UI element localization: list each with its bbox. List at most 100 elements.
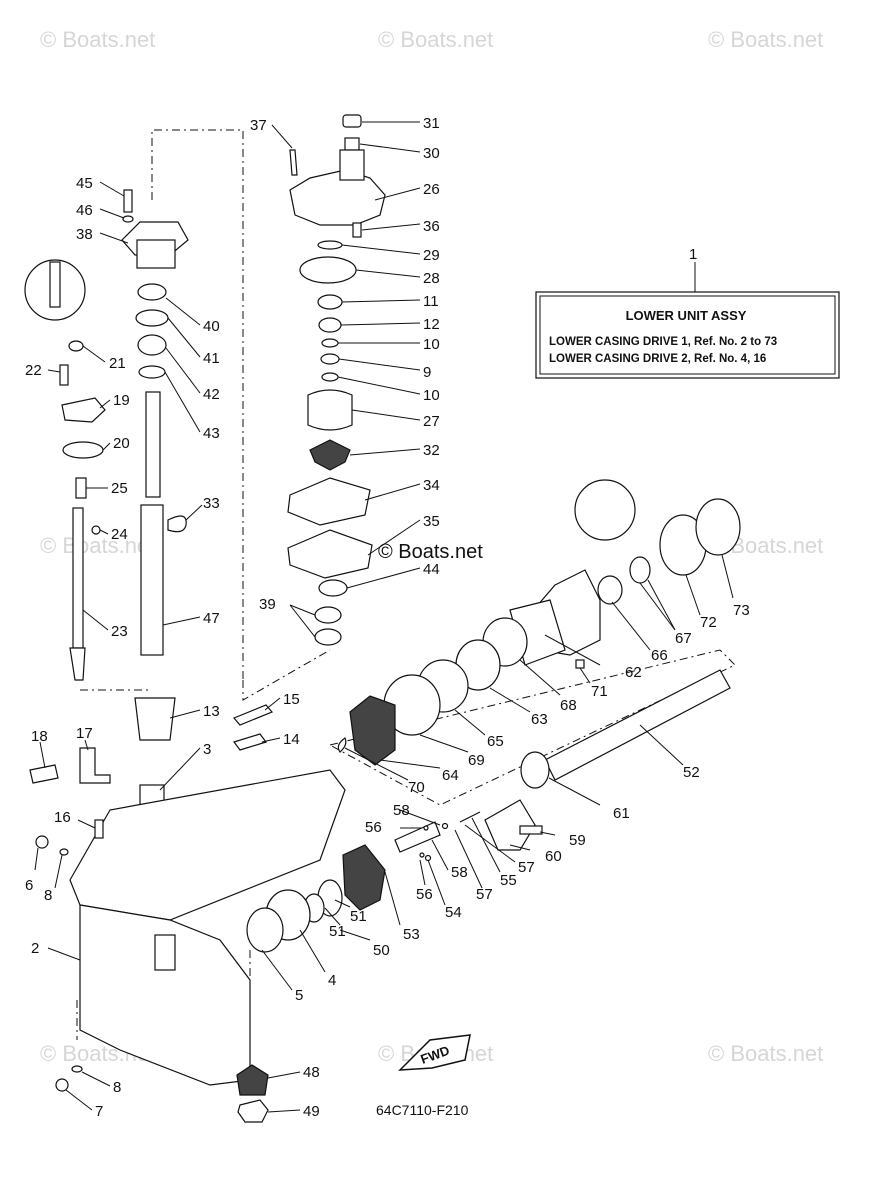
part-12-seal (318, 317, 342, 333)
part-31-grommet (342, 114, 362, 128)
part-19-shift-rod-lever (61, 397, 106, 423)
part-27-insert-cartridge (307, 389, 353, 431)
callout-44: 44 (423, 561, 440, 578)
part-71-pin (575, 659, 585, 669)
callout-72: 72 (700, 614, 717, 631)
part-23-shift-rod-end (69, 647, 86, 681)
part-8-gasket-b (71, 1065, 83, 1073)
part-59-cross-pin (519, 825, 543, 835)
part-28-o-ring (299, 256, 357, 284)
callout-23: 23 (111, 623, 128, 640)
callout-20: 20 (113, 435, 130, 452)
part-50-forward-gear (342, 844, 386, 911)
callout-70: 70 (408, 779, 425, 796)
callout-73: 73 (733, 602, 750, 619)
part-15-key (233, 704, 273, 726)
part-9-ring (320, 353, 340, 365)
callout-8a: 8 (44, 887, 52, 904)
callout-30: 30 (423, 145, 440, 162)
watermark-top-right: © Boats.net (708, 27, 823, 52)
water-pump-assembly (287, 114, 386, 646)
callout-7: 7 (95, 1103, 103, 1120)
callout-11: 11 (423, 293, 439, 310)
part-7-plug (55, 1078, 69, 1092)
callout-57b: 57 (476, 886, 493, 903)
callout-10a: 10 (423, 336, 440, 353)
callout-6: 6 (25, 877, 33, 894)
callout-68: 68 (560, 697, 577, 714)
callout-48: 48 (303, 1064, 320, 1081)
callout-47: 47 (203, 610, 220, 627)
callout-39: 39 (259, 596, 276, 613)
callout-51b: 51 (350, 908, 367, 925)
part-33-clip (167, 515, 187, 533)
callout-28: 28 (423, 270, 440, 287)
part-32-impeller (309, 439, 351, 471)
part-37-bolt (289, 149, 298, 176)
info-box-line-1: LOWER CASING DRIVE 1, Ref. No. 2 to 73 (549, 336, 777, 348)
info-box-ref: 1 (689, 246, 697, 263)
part-21-grommet (68, 340, 84, 352)
callout-69: 69 (468, 752, 485, 769)
part-5-shim (246, 907, 284, 953)
part-24-clip (91, 525, 101, 535)
part-36-pin (352, 222, 362, 238)
callout-65: 65 (487, 733, 504, 750)
part-23-shift-rod (72, 507, 84, 649)
callout-66: 66 (651, 647, 668, 664)
callout-52: 52 (683, 764, 700, 781)
callout-32: 32 (423, 442, 440, 459)
callout-40: 40 (203, 318, 220, 335)
callout-5: 5 (295, 987, 303, 1004)
shift-rod-assembly (24, 259, 106, 681)
watermark-mid-left: © Boats.net (40, 533, 155, 558)
figure-code: 64C7110-F210 (376, 1102, 469, 1118)
callout-24: 24 (111, 526, 128, 543)
callout-14: 14 (283, 731, 300, 748)
part-34-outer-plate (287, 477, 371, 526)
part-49-nut (237, 1099, 269, 1123)
part-64-reverse-gear (349, 695, 396, 766)
fwd-arrow: FWD (398, 1034, 471, 1071)
part-67-ring (629, 556, 651, 584)
callout-26: 26 (423, 181, 440, 198)
part-46-washer (122, 215, 134, 223)
info-box-title: LOWER UNIT ASSY (626, 308, 747, 323)
callout-42: 42 (203, 386, 220, 403)
part-20-o-ring (62, 441, 104, 459)
part-70-thrust-washer (337, 737, 347, 753)
callout-19: 19 (113, 392, 130, 409)
part-22-screw (59, 364, 69, 386)
part-40-bearing (137, 283, 167, 301)
callout-25: 25 (111, 480, 128, 497)
callout-2: 2 (31, 940, 39, 957)
part-10-washer-a (321, 338, 339, 348)
callout-10b: 10 (423, 387, 440, 404)
grease-callout-rod (49, 261, 61, 308)
callout-51a: 51 (329, 923, 346, 940)
callout-29: 29 (423, 247, 440, 264)
part-25-spring (75, 477, 87, 499)
part-35-gasket (287, 529, 373, 579)
part-8-gasket-a (59, 848, 69, 856)
part-48-pinion-gear (236, 1064, 269, 1096)
callout-58a: 58 (393, 802, 410, 819)
callout-50: 50 (373, 942, 390, 959)
part-13-sleeve (134, 697, 176, 741)
lower-casing (29, 747, 346, 1092)
callout-36: 36 (423, 218, 440, 235)
part-43-o-ring (138, 365, 166, 379)
callout-71: 71 (591, 683, 608, 700)
part-16-screw (94, 819, 104, 839)
callout-12: 12 (423, 316, 440, 333)
part-60-dog-clutch (484, 799, 536, 851)
callout-16: 16 (54, 809, 71, 826)
part-56-ball-a (423, 825, 429, 831)
callout-31: 31 (423, 115, 440, 132)
callout-49: 49 (303, 1103, 320, 1120)
boats-net-mark: © Boats.net (378, 541, 483, 563)
callout-33: 33 (203, 495, 220, 512)
callout-43: 43 (203, 425, 220, 442)
callout-38: 38 (76, 226, 93, 243)
leader-lines (34, 121, 734, 1113)
